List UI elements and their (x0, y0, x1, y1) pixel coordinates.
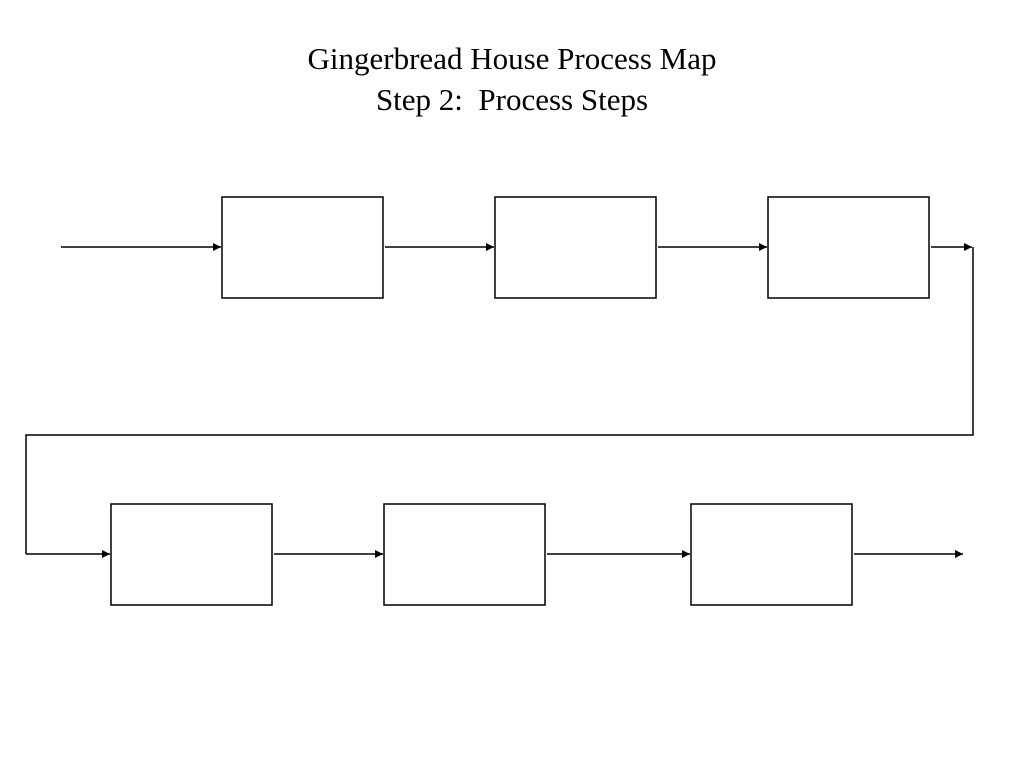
process-step-3 (767, 196, 930, 299)
slide-title: Gingerbread House Process Map Step 2: Pr… (0, 38, 1024, 120)
title-main: Gingerbread House Process Map (307, 41, 717, 76)
process-step-4 (110, 503, 273, 606)
process-step-2 (494, 196, 657, 299)
wrap-connector (25, 247, 974, 554)
title-subtitle: Step 2: Process Steps (375, 82, 649, 117)
process-step-1 (221, 196, 384, 299)
process-step-5 (383, 503, 546, 606)
process-step-6 (690, 503, 853, 606)
